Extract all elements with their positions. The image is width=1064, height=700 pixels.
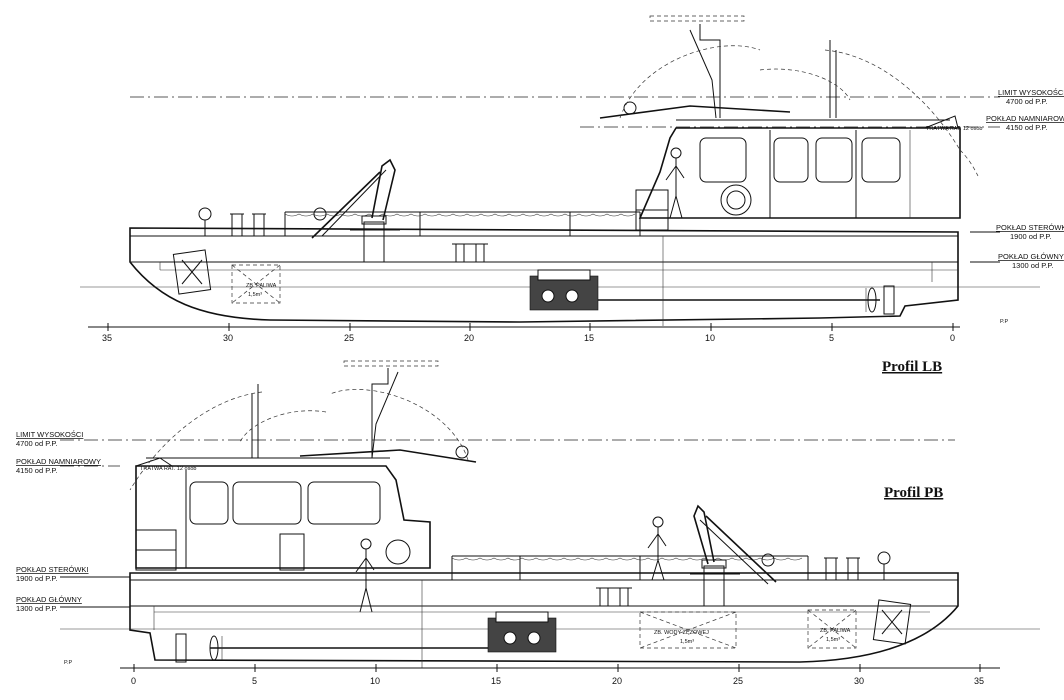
- ruler-tick-label: 15: [584, 333, 594, 343]
- ruler-tick-label: 5: [252, 676, 257, 686]
- ruler-tick-label: 20: [612, 676, 622, 686]
- ruler-tick-label: 20: [464, 333, 474, 343]
- propeller-rudder: [175, 633, 223, 663]
- hull-outline: [129, 227, 959, 323]
- length-ruler-pb: 0 5 10 15 20 25 30 35 P.P: [64, 660, 1000, 686]
- level-label: POKŁAD STERÓWKI: [996, 223, 1064, 232]
- crew-figure-lb: [665, 147, 685, 219]
- mast-pb: [129, 360, 477, 491]
- level-value: 4700 od P.P.: [1006, 97, 1047, 106]
- level-label: POKŁAD NAMNIAROWY: [16, 457, 101, 466]
- level-value: 4150 od P.P.: [16, 466, 57, 475]
- ruler-tick-label: 30: [854, 676, 864, 686]
- baseline-label: P.P: [64, 660, 72, 666]
- profile-title: Profil PB: [884, 485, 943, 501]
- bow-anchor-equipment: [872, 551, 912, 645]
- deck-crane: [311, 158, 400, 263]
- wheelhouse-lb: TRATWA RAT. 12 osób: [635, 115, 982, 231]
- bow-anchor-equipment: [172, 207, 212, 295]
- level-value: 1900 od P.P.: [16, 574, 57, 583]
- ruler-tick-label: 0: [131, 676, 136, 686]
- bilge-tank-label: ZB. WODY ZĘZOWEJ: [654, 630, 709, 636]
- fuel-tank-box: [807, 609, 857, 649]
- propeller-rudder: [865, 285, 895, 315]
- ruler-tick-label: 35: [974, 676, 984, 686]
- ruler-tick-label: 25: [344, 333, 354, 343]
- main-engine: [529, 269, 880, 311]
- length-ruler-lb: 35 30 25 20 15 10 5 0 P.P: [88, 319, 1008, 343]
- level-value: 1300 od P.P.: [1012, 261, 1053, 270]
- level-label: POKŁAD GŁÓWNY: [16, 595, 82, 604]
- deck-railing-net: [284, 211, 641, 236]
- level-value: 1900 od P.P.: [1010, 232, 1051, 241]
- ruler-tick-label: 25: [733, 676, 743, 686]
- level-label: POKŁAD NAMNIAROWY: [986, 114, 1064, 123]
- level-label: POKŁAD GŁÓWNY: [998, 252, 1064, 261]
- level-value: 4150 od P.P.: [1006, 123, 1047, 132]
- level-labels-pb: LIMIT WYSOKOŚCI 4700 od P.P. POKŁAD NAMN…: [16, 430, 101, 613]
- bitts-mid: [452, 243, 488, 263]
- profile-pb: LIMIT WYSOKOŚCI 4700 od P.P. POKŁAD NAMN…: [16, 360, 1040, 686]
- bollards-fwd: [824, 557, 860, 581]
- ruler-tick-label: 35: [102, 333, 112, 343]
- level-label: POKŁAD STERÓWKI: [16, 565, 89, 574]
- fuel-tank-volume: 1,5m³: [826, 637, 840, 643]
- level-label: LIMIT WYSOKOŚCI: [16, 430, 83, 439]
- level-labels-lb: LIMIT WYSOKOŚCI 4700 od P.P. POKŁAD NAMN…: [986, 88, 1064, 270]
- bitts-mid: [596, 587, 632, 607]
- wheelhouse-pb: TRATWA RAT. 12 osób: [135, 457, 431, 571]
- liferaft-sign: TRATWA RAT. 12 osób: [140, 466, 196, 472]
- fuel-tank-label: ZB. PALIWA: [246, 283, 277, 289]
- profile-lb: LIMIT WYSOKOŚCI 4700 od P.P. POKŁAD NAMN…: [80, 15, 1064, 375]
- profile-title: Profil LB: [882, 359, 942, 375]
- main-engine: [210, 611, 557, 653]
- fuel-tank-box: [231, 264, 281, 304]
- fuel-tank-diag: [807, 609, 857, 649]
- baseline-label: P.P: [1000, 319, 1008, 325]
- ruler-tick-label: 5: [829, 333, 834, 343]
- liferaft-sign: TRATWA RAT. 12 osób: [926, 126, 982, 132]
- bow-detail: [130, 261, 161, 270]
- level-value: 4700 od P.P.: [16, 439, 57, 448]
- hull-outline: [129, 572, 959, 663]
- ruler-tick-label: 30: [223, 333, 233, 343]
- deck-railing-net: [451, 555, 809, 580]
- fuel-tank-label: ZB. PALIWA: [820, 628, 851, 634]
- level-value: 1300 od P.P.: [16, 604, 57, 613]
- fuel-tank-volume: 1,5m³: [248, 292, 262, 298]
- fuel-tank-diag: [231, 264, 281, 304]
- ruler-tick-label: 10: [370, 676, 380, 686]
- ruler-tick-label: 15: [491, 676, 501, 686]
- bilge-tank-volume: 1,5m³: [680, 639, 694, 645]
- bilge-tank-diag: [639, 611, 737, 649]
- ruler-tick-label: 10: [705, 333, 715, 343]
- bilge-tank-box: [639, 611, 737, 649]
- mast-lb: [599, 15, 979, 177]
- bollards-fwd: [230, 213, 266, 237]
- level-label: LIMIT WYSOKOŚCI: [998, 88, 1064, 97]
- ruler-tick-label: 0: [950, 333, 955, 343]
- deck-crane: [690, 504, 777, 607]
- crew-figure-pb: [355, 516, 667, 613]
